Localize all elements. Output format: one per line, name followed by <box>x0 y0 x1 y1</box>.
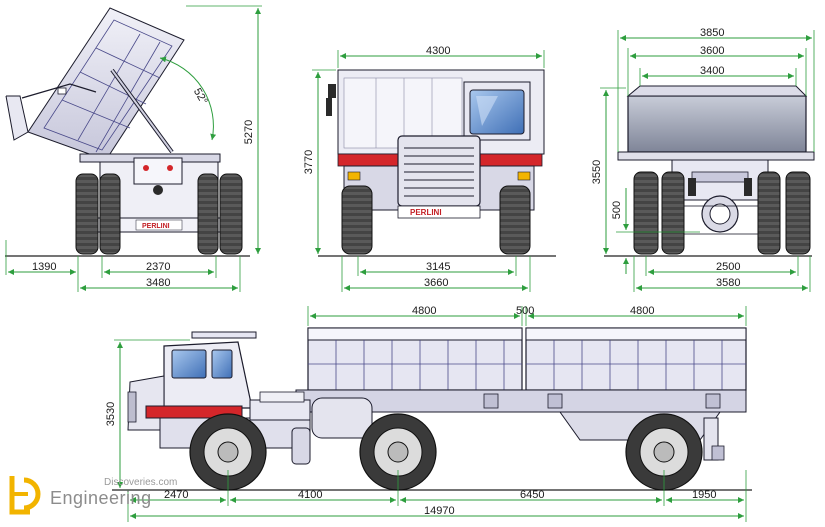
left-view-tires <box>75 173 243 255</box>
side-height-label: 3530 <box>105 402 117 426</box>
front-right-tire <box>499 185 531 255</box>
width-rear-label: 3480 <box>146 277 170 289</box>
overall-length-label: 14970 <box>424 505 455 517</box>
front-overall-width-label: 3660 <box>424 277 448 289</box>
rear-width-top-label: 3850 <box>700 27 724 39</box>
rear-width-mid-label: 3600 <box>700 45 724 57</box>
body-length-2-label: 4800 <box>630 305 654 317</box>
rear-width-inner-label: 3400 <box>700 65 724 77</box>
rear-clearance-label: 500 <box>611 201 623 219</box>
tipping-angle-label: 52° <box>191 86 210 106</box>
watermark-logo-mark <box>9 476 41 515</box>
body-gap-label: 500 <box>516 305 534 317</box>
side-view: 4800 500 4800 3530 2470 4100 6450 1950 1… <box>105 305 752 522</box>
front-track-label: 3145 <box>426 261 450 273</box>
body-length-1-label: 4800 <box>412 305 436 317</box>
front-body-width-label: 4300 <box>426 45 450 57</box>
front-height-label: 3770 <box>303 150 315 174</box>
rear-height-label: 3550 <box>591 160 603 184</box>
rear-view: 3850 3600 3400 3550 500 2500 3580 <box>591 27 815 292</box>
front-left-tire <box>341 185 373 255</box>
trailer-bodies <box>307 327 747 391</box>
rear-overhang-label: 1390 <box>32 261 56 273</box>
tipped-dump-body <box>5 7 185 161</box>
tipping-view: PERLINI 52° 5270 1390 2370 3480 <box>5 5 262 292</box>
side-rear-overhang-label: 1950 <box>692 489 716 501</box>
track-rear-label: 2370 <box>146 261 170 273</box>
tipping-height-label: 5270 <box>243 120 255 144</box>
rear-overall-width-label: 3580 <box>716 277 740 289</box>
front-view: PERLINI 4300 3770 3145 3660 <box>303 45 556 292</box>
brand-logo-front: PERLINI <box>410 208 442 217</box>
rear-track-label: 2500 <box>716 261 740 273</box>
wheelbase-2-label: 6450 <box>520 489 544 501</box>
brand-logo-left: PERLINI <box>142 223 170 230</box>
rear-view-tires <box>633 171 811 255</box>
wheelbase-1-label: 4100 <box>298 489 322 501</box>
watermark-site: Discoveries.com <box>104 477 178 488</box>
front-overhang-label: 2470 <box>164 489 188 501</box>
watermark-title: Engineering <box>50 488 152 508</box>
